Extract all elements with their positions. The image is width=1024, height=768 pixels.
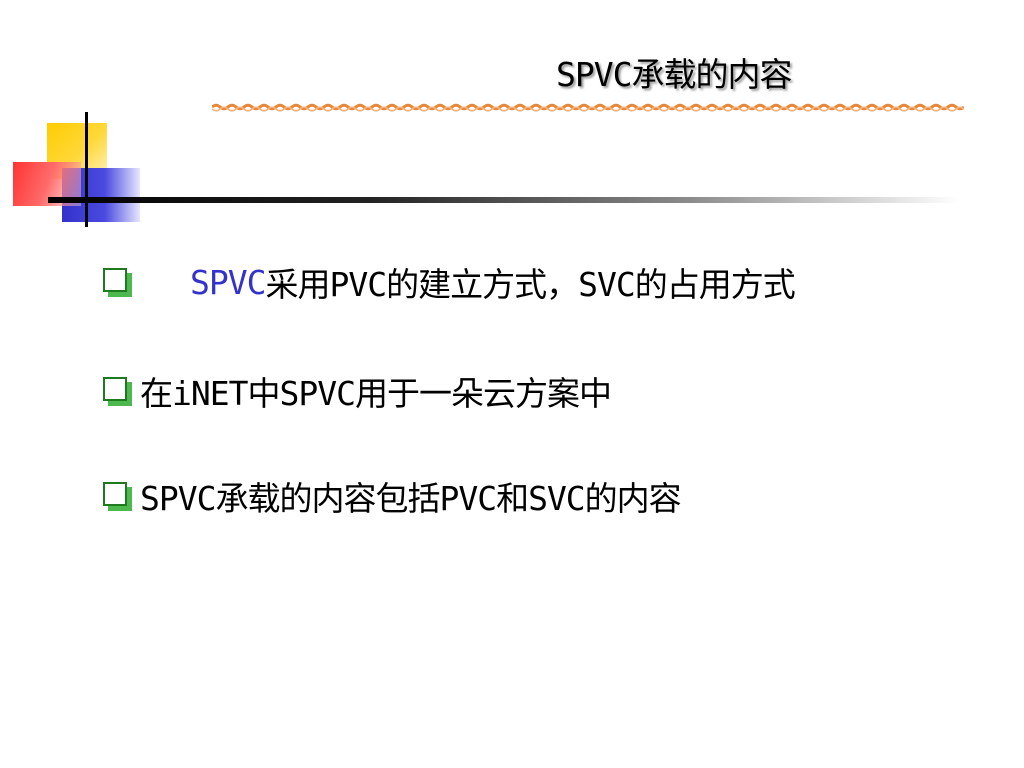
- deco-vertical-line: [85, 112, 88, 227]
- checkbox-bullet-icon: [103, 376, 132, 406]
- bullet-item-3: SPVC承载的内容包括PVC和SVC的内容: [103, 472, 682, 520]
- checkbox-bullet-icon: [103, 267, 132, 297]
- bullet-1-text: 采用PVC的建立方式，SVC的占用方式: [265, 265, 795, 304]
- bullet-3-text: SPVC承载的内容包括PVC和SVC的内容: [140, 479, 682, 518]
- bullet-item-1: SPVC 采用PVC的建立方式，SVC的占用方式: [103, 258, 796, 306]
- bullet-1-accent-text: SPVC: [190, 262, 266, 302]
- title-wave-underline: [212, 103, 964, 112]
- checkbox-bullet-icon: [103, 481, 132, 511]
- deco-horizontal-rule: [48, 197, 960, 203]
- bullet-item-2: 在iNET中SPVC用于一朵云方案中: [103, 367, 612, 415]
- slide-title: SPVC承载的内容: [556, 55, 792, 94]
- bullet-2-text: 在iNET中SPVC用于一朵云方案中: [140, 374, 612, 413]
